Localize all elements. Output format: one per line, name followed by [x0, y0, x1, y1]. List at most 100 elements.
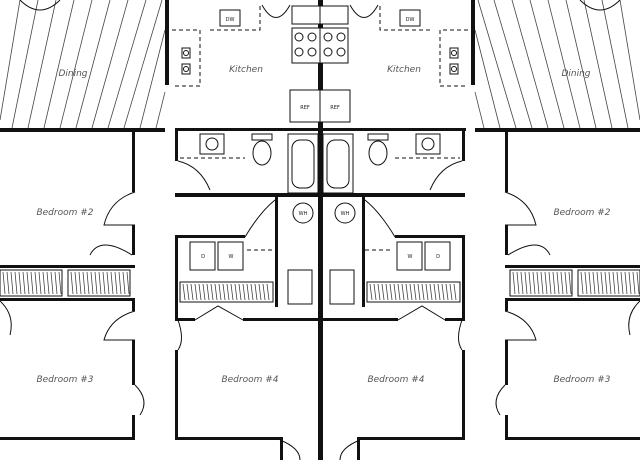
- closet-hangers: [2, 271, 640, 301]
- closet-hanger-line: [2, 271, 6, 295]
- closet-hanger-line: [222, 283, 226, 301]
- dining-floor-right: [474, 0, 640, 129]
- closet-hanger-line: [74, 271, 78, 295]
- closet-hanger-line: [453, 283, 457, 301]
- washer-right: [396, 241, 423, 271]
- closet-hanger-line: [214, 283, 218, 301]
- room-label-bedroom-2-left: Bedroom #2: [36, 208, 93, 218]
- door-swings: [0, 191, 640, 460]
- closet-hanger-line: [636, 271, 640, 295]
- closet-hanger-line: [190, 283, 194, 301]
- closet-hanger-line: [608, 271, 612, 295]
- closet-hanger-line: [393, 283, 397, 301]
- dishwasher-right: [399, 9, 421, 27]
- refrigerator-label: REF: [300, 105, 310, 111]
- dining-floor-left: [0, 0, 166, 129]
- closet-hanger-line: [6, 271, 10, 295]
- closet-hanger-line: [612, 271, 616, 295]
- closet-hanger-line: [102, 271, 106, 295]
- room-label-bedroom-2-right: Bedroom #2: [553, 208, 610, 218]
- closet-hanger-line: [369, 283, 373, 301]
- washer-label: W: [229, 254, 234, 260]
- closet-hanger-line: [262, 283, 266, 301]
- closet-hanger-line: [114, 271, 118, 295]
- closet-hanger-line: [126, 271, 130, 295]
- dryer-label: D: [436, 254, 440, 260]
- closet-hanger-line: [520, 271, 524, 295]
- closet-hanger-line: [22, 271, 26, 295]
- closet-hanger-line: [266, 283, 270, 301]
- dryer-label: D: [201, 254, 205, 260]
- closet-hanger-line: [118, 271, 122, 295]
- closet-hanger-line: [26, 271, 30, 295]
- closet-hanger-line: [122, 271, 126, 295]
- closet-hanger-line: [413, 283, 417, 301]
- kitchen-left-counters: DW REF: [172, 4, 321, 123]
- room-label-bedroom-4-right: Bedroom #4: [367, 375, 424, 385]
- water-heater-label: WH: [299, 211, 308, 217]
- dryer-right: [424, 241, 451, 271]
- closet-hanger-line: [568, 271, 572, 295]
- washer-left: [217, 241, 244, 271]
- closet-hanger-line: [230, 283, 234, 301]
- closet-hanger-line: [38, 271, 42, 295]
- closet-hanger-line: [70, 271, 74, 295]
- closet-hanger-line: [182, 283, 186, 301]
- closet-hanger-line: [14, 271, 18, 295]
- room-label-dining-right: Dining: [561, 69, 590, 79]
- washer-label: W: [408, 254, 413, 260]
- closet-hanger-line: [512, 271, 516, 295]
- closet-hanger-line: [540, 271, 544, 295]
- closet-hanger-line: [429, 283, 433, 301]
- closet-hanger-line: [54, 271, 58, 295]
- closet-hanger-line: [86, 271, 90, 295]
- closet-hanger-line: [50, 271, 54, 295]
- closet-hanger-line: [556, 271, 560, 295]
- closet-hanger-line: [401, 283, 405, 301]
- closet-hanger-line: [604, 271, 608, 295]
- closet-hanger-line: [218, 283, 222, 301]
- closet-hanger-line: [226, 283, 230, 301]
- room-label-kitchen-left: Kitchen: [229, 65, 263, 75]
- closet-hanger-line: [433, 283, 437, 301]
- closet-hanger-line: [588, 271, 592, 295]
- closet-hanger-line: [10, 271, 14, 295]
- closet-hanger-line: [94, 271, 98, 295]
- closet-hanger-line: [628, 271, 632, 295]
- water-heater-left: [292, 202, 314, 224]
- closet-hanger-line: [381, 283, 385, 301]
- closet-hanger-line: [377, 283, 381, 301]
- closet-hanger-line: [46, 271, 50, 295]
- closet-hanger-line: [30, 271, 34, 295]
- closet-hanger-line: [206, 283, 210, 301]
- closet-hanger-line: [246, 283, 250, 301]
- closet-hanger-line: [592, 271, 596, 295]
- dishwasher-left: [219, 9, 241, 27]
- closet-hanger-line: [202, 283, 206, 301]
- closet-hanger-line: [600, 271, 604, 295]
- closet-hanger-line: [106, 271, 110, 295]
- closet-hanger-line: [437, 283, 441, 301]
- room-label-bedroom-4-left: Bedroom #4: [221, 375, 278, 385]
- refrigerator-left: [289, 89, 321, 123]
- closet-hanger-line: [584, 271, 588, 295]
- water-heater-label: WH: [341, 211, 350, 217]
- closet-hanger-line: [560, 271, 564, 295]
- closet-hanger-line: [417, 283, 421, 301]
- closet-hanger-line: [632, 271, 636, 295]
- closet-hanger-line: [449, 283, 453, 301]
- closet-hanger-line: [624, 271, 628, 295]
- laundry-right: WH D W: [329, 199, 451, 321]
- closet-hanger-line: [78, 271, 82, 295]
- closet-hanger-line: [536, 271, 540, 295]
- closet-hanger-line: [58, 271, 62, 295]
- closet-hanger-line: [42, 271, 46, 295]
- closet-hanger-line: [98, 271, 102, 295]
- closet-hanger-line: [524, 271, 528, 295]
- closet-hanger-line: [258, 283, 262, 301]
- closet-hanger-line: [441, 283, 445, 301]
- closet-hanger-line: [580, 271, 584, 295]
- closet-hanger-line: [421, 283, 425, 301]
- closet-hanger-line: [18, 271, 22, 295]
